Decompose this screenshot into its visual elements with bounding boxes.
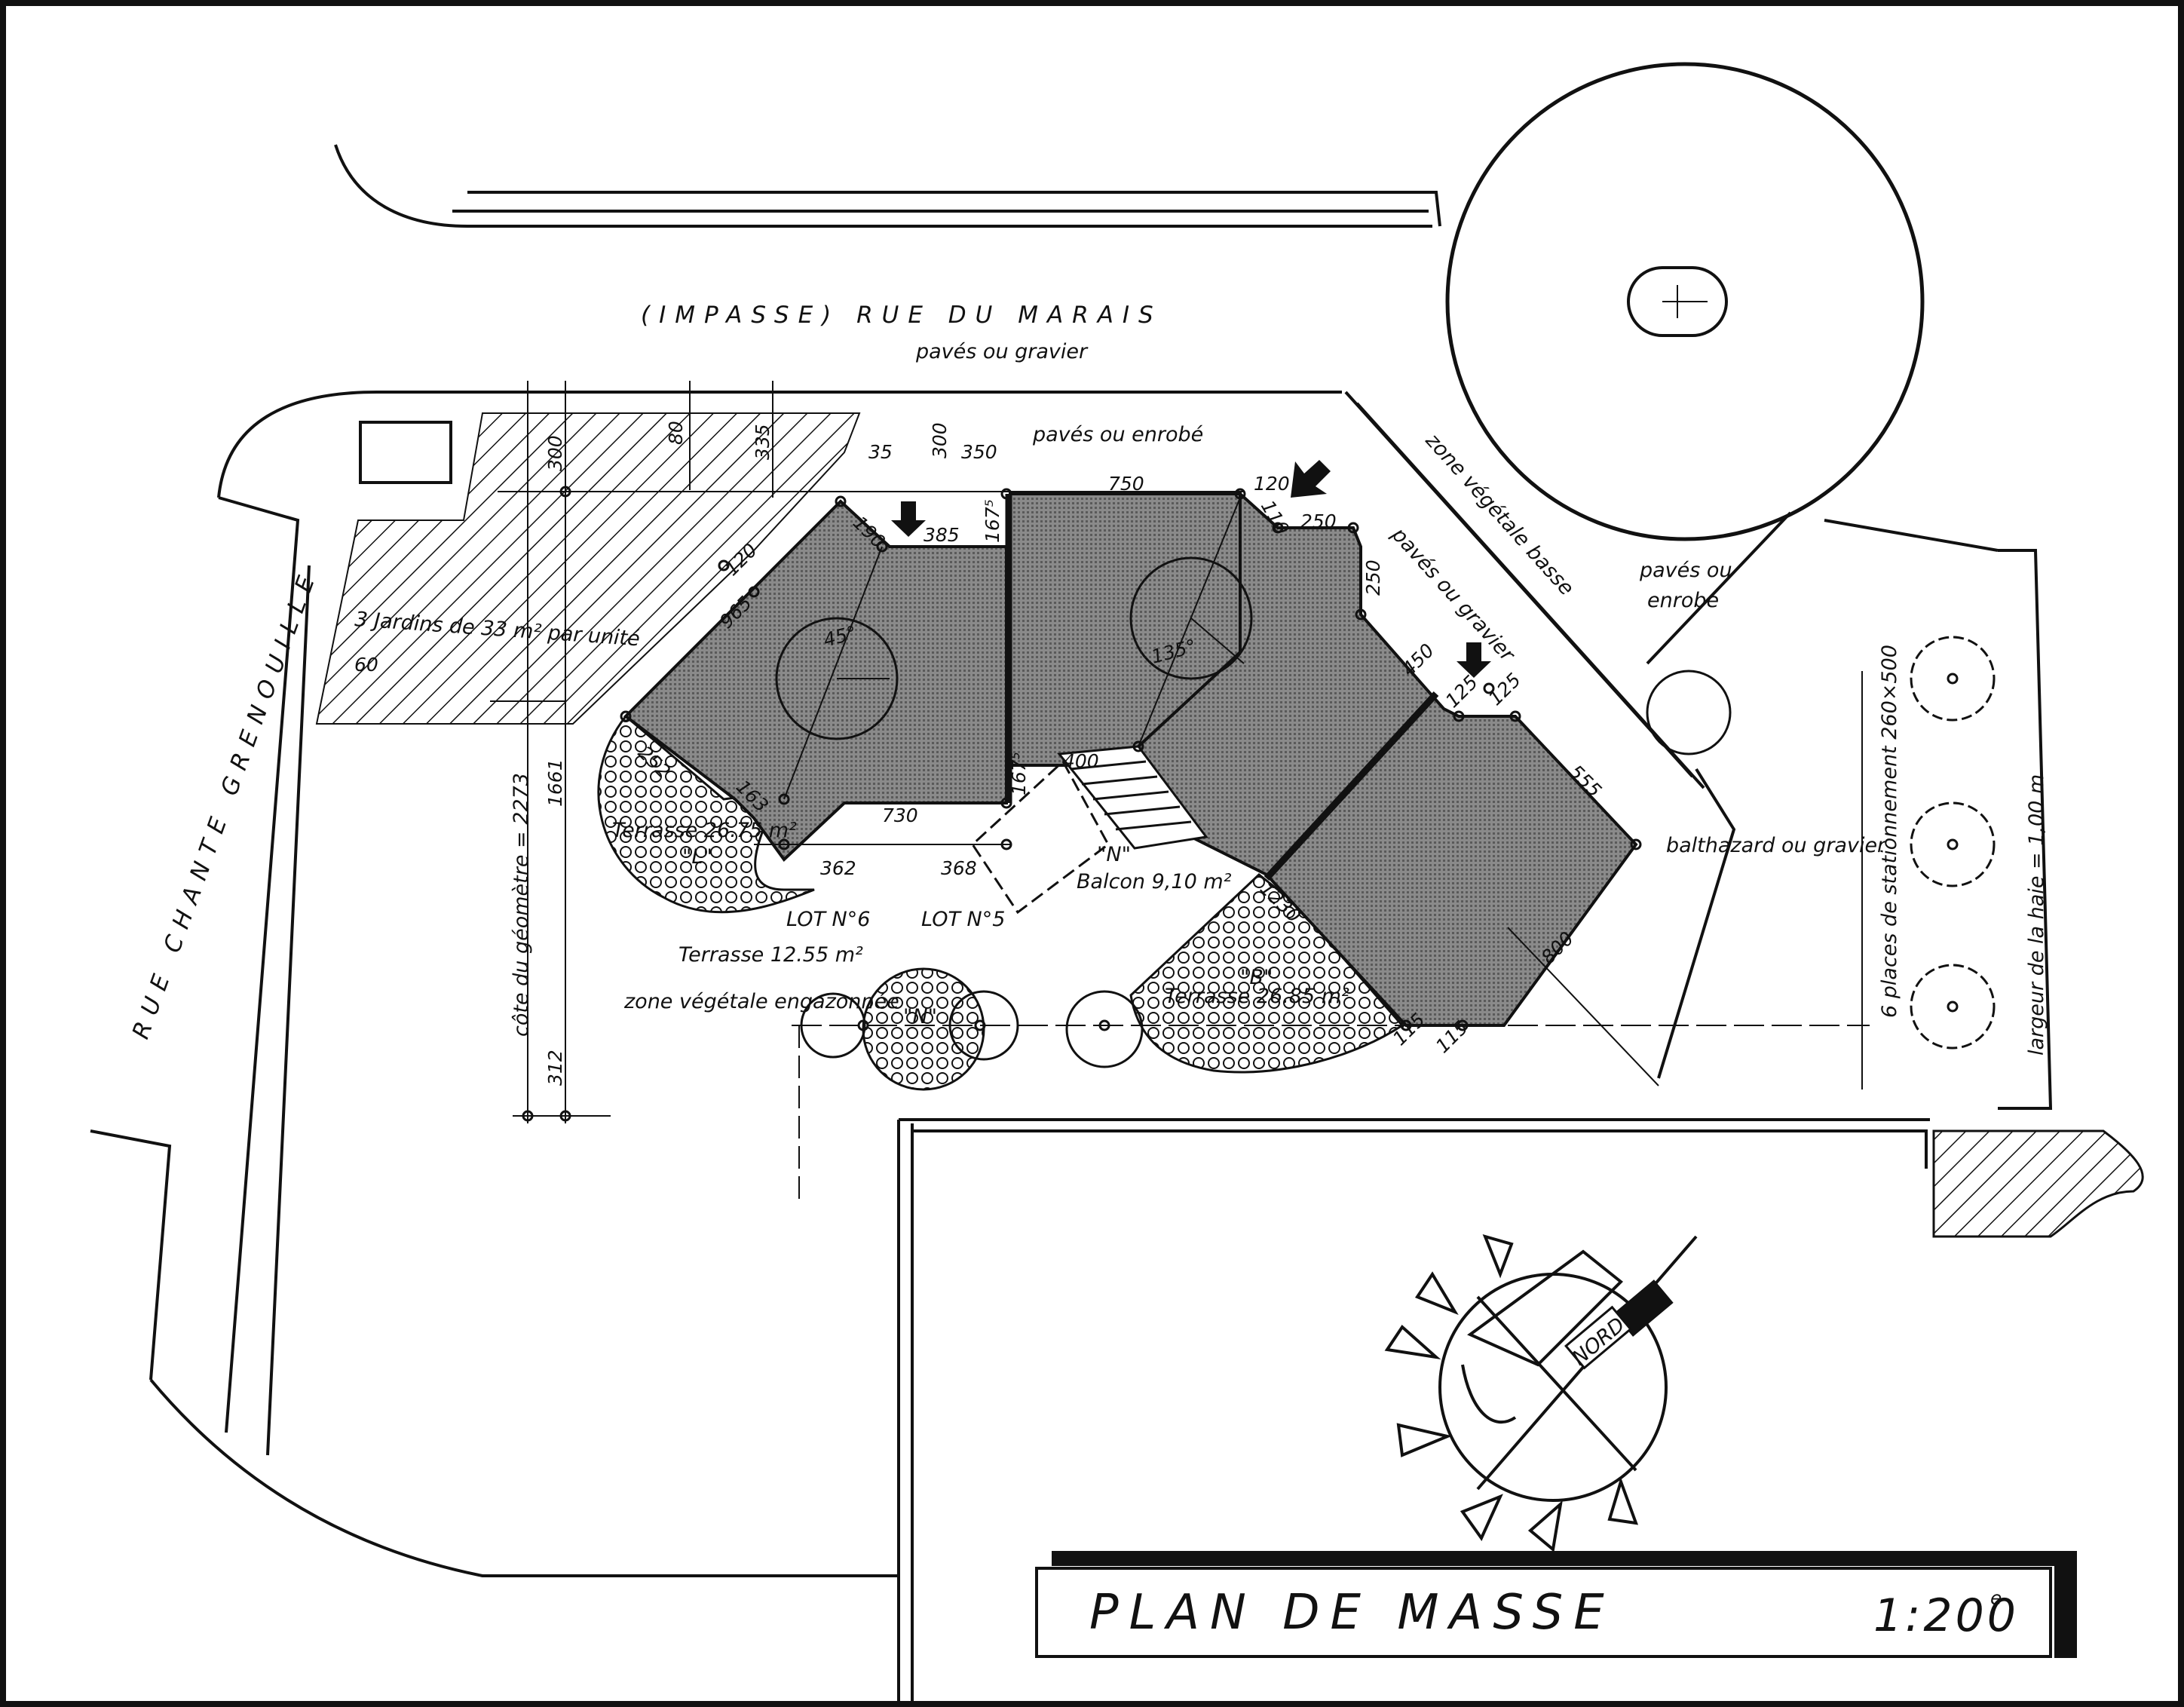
terrace-b xyxy=(1129,873,1404,1074)
dim-120a: 120 xyxy=(1254,473,1290,495)
street-impasse: (IMPASSE) RUE DU MARAIS xyxy=(641,302,1162,329)
label-paves-enrobe-top: pavés ou enrobé xyxy=(1032,423,1203,446)
dim-60: 60 xyxy=(354,654,378,676)
label-balcon-mark: "N" xyxy=(1097,843,1131,866)
dimension-points xyxy=(522,486,1959,1122)
label-terrasse-b-mark: "B" xyxy=(1240,966,1273,989)
arrow-down-icon xyxy=(891,501,926,537)
dim-362: 362 xyxy=(820,857,856,879)
label-parking: 6 places de stationnement 260×500 xyxy=(1878,645,1901,1018)
dim-350: 350 xyxy=(961,441,997,463)
north-arrow xyxy=(1613,1279,1674,1337)
label-paves-gravier-top: pavés ou gravier xyxy=(915,340,1089,363)
dim-125a: 125 xyxy=(1441,671,1482,712)
dim-1661: 1661 xyxy=(544,758,566,807)
buildings xyxy=(623,490,1638,1027)
terrace-l xyxy=(597,714,815,914)
terrace-n xyxy=(862,967,985,1091)
label-terrasse-n: Terrasse 12.55 m² xyxy=(678,943,863,967)
label-lot6: LOT N°6 xyxy=(786,908,870,931)
dim-368: 368 xyxy=(941,857,977,879)
title-block-shadow xyxy=(2054,1551,2077,1658)
site-boundaries xyxy=(90,144,2053,1707)
dim-125b: 125 xyxy=(1484,669,1525,709)
title-block-bar xyxy=(1052,1551,2077,1566)
dim-300a: 300 xyxy=(929,422,951,458)
building-l xyxy=(623,499,1008,863)
label-terrasse-b: Terrasse 26.85 m² xyxy=(1165,985,1349,1008)
label-terrasse-l-mark: "L" xyxy=(682,845,712,869)
neighbour-hatch xyxy=(1932,1129,2144,1238)
title-scale: 1:200 xyxy=(1873,1589,2019,1642)
dim-250b: 250 xyxy=(1362,559,1384,596)
arrow-down-icon xyxy=(1457,642,1491,678)
label-cote-geometre: côte du géomètre = 2273 xyxy=(510,773,533,1037)
label-paves-right-2: enrobé xyxy=(1647,589,1719,612)
dim-335: 335 xyxy=(752,424,773,460)
label-zone-engazonnee: zone végétale engazonnée xyxy=(623,990,899,1013)
roundabout-island xyxy=(1627,266,1728,337)
dim-167a: 167⁵ xyxy=(982,499,1003,543)
entrance-arrows xyxy=(891,460,1491,678)
dim-167b: 167⁵ xyxy=(1008,752,1030,795)
title-plan-de-masse: PLAN DE MASSE xyxy=(1089,1585,1615,1641)
balcony-stairs xyxy=(1057,745,1208,850)
dim-730: 730 xyxy=(882,804,918,826)
title-scale-suffix: e xyxy=(1990,1587,2002,1609)
arrow-diagonal-icon xyxy=(1291,460,1331,498)
label-balcon: Balcon 9,10 m² xyxy=(1077,870,1232,893)
label-paves-gravier-right: pavés ou gravier xyxy=(1386,523,1520,667)
dim-35: 35 xyxy=(868,441,893,463)
dim-312: 312 xyxy=(544,1050,566,1086)
dim-385: 385 xyxy=(924,524,960,546)
label-balthazard: balthazard ou gravier xyxy=(1666,834,1887,857)
label-lot5: LOT N°5 xyxy=(921,908,1005,931)
garden-shed xyxy=(359,421,452,484)
trees xyxy=(800,636,1996,1068)
label-haie: largeur de la haie = 1,00 m xyxy=(2025,774,2048,1056)
angle-circle-left xyxy=(775,617,899,740)
dim-250a: 250 xyxy=(1300,510,1337,532)
dim-400: 400 xyxy=(1063,750,1099,772)
dim-300b: 300 xyxy=(544,435,566,471)
label-paves-right-1: pavés ou xyxy=(1639,559,1732,582)
label-terrasse-n-mark: "N" xyxy=(903,1005,937,1028)
cul-de-sac xyxy=(1445,62,1925,541)
angle-circle-right xyxy=(1129,556,1253,680)
street-rue: RUE CHANTE GRENOUILLE xyxy=(127,564,323,1042)
label-terrasse-l: Terrasse 26.75 m² xyxy=(612,819,797,842)
title-block xyxy=(1035,1567,2052,1658)
dim-750: 750 xyxy=(1108,473,1144,495)
dim-80: 80 xyxy=(665,421,687,445)
party-wall-2 xyxy=(1264,691,1439,881)
